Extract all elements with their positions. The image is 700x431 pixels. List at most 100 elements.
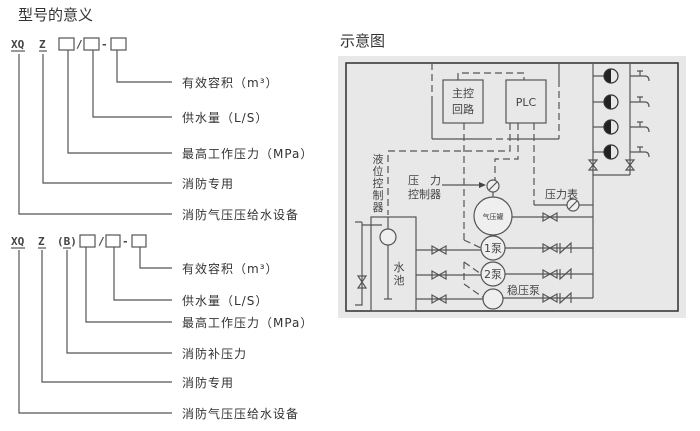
sprinklers [593,68,619,160]
water-tank [370,216,417,312]
model2-code-z: Z [38,235,45,248]
model2-leader-lines [18,247,172,414]
model2-code-b: (B) [57,235,77,248]
model1-leader-lines [18,50,172,215]
signal-to-pump1 [463,239,482,249]
model1-label-flow: 供水量（L/S） [182,111,268,125]
model2-box-flow [105,234,121,248]
model2-leader-volume [139,247,172,269]
pressure-switch-gauge-needle [488,181,498,191]
model2-label-equipment: 消防气压压给水设备 [182,406,299,421]
pressure-controller-label-1: 压 力 [408,174,441,187]
main-circuit-box [442,79,484,124]
stabilizer-check-valve-icon [559,291,572,305]
water-tank-label-2: 池 [394,274,405,287]
hydrant-1-icon [630,70,650,82]
sprinkler-1-icon [604,69,611,83]
inlet-pipe-vertical [355,222,363,306]
riser-pressure-gauge-needle [568,200,578,210]
hydrant-3-icon [630,121,650,133]
model2-label-flow: 供水量（L/S） [182,294,268,308]
stabilizer-gate-valve-icon [542,292,558,304]
model1-label-pressure: 最高工作压力（MPa） [182,146,313,161]
level-controller-char-3: 控 [373,176,384,190]
main-circuit-label-1: 主控 [452,86,474,100]
hydrant-2-icon [630,96,650,108]
pump2-check-valve-icon [559,267,572,281]
model1-box-flow [83,37,100,51]
model2-label-volume: 有效容积（m³） [182,261,279,276]
model2-labels: 有效容积（m³） 供水量（L/S） 最高工作压力（MPa） 消防补压力 消防专用… [182,261,313,421]
discharge-lines [503,211,593,305]
model-meaning-title: 型号的意义 [18,6,93,24]
model2-label-supplement: 消防补压力 [182,346,247,361]
level-controller-char-1: 液 [373,152,384,166]
model2-code-xq: XQ [11,235,25,248]
model1-code: XQ Z / - [11,37,127,52]
sprinkler-1-outline [603,68,619,84]
level-controller-char-2: 位 [373,164,384,178]
pressure-controller-label-2: 控制器 [408,187,441,201]
model1-code-slash: / [76,38,83,51]
model1-box-pressure [58,37,75,51]
sprinkler-3-icon [604,120,611,134]
pump2-gate-valve-icon [542,268,558,280]
signal-to-stabilizer-pump [463,262,485,299]
stabilizer-pump [482,288,504,310]
model1-leader-volume [116,50,172,83]
sprinkler-3-outline [603,119,619,135]
model1-box-volume [110,37,127,51]
model1-label-volume: 有效容积（m³） [182,75,279,90]
schematic-frame [345,62,679,312]
plc-label: PLC [516,96,537,109]
sprinkler-4-outline [603,144,619,160]
water-inlet-pipe [355,221,382,306]
main-circuit-label-2: 回路 [452,103,474,116]
model2-code: XQ Z (B) / - [11,234,147,249]
model1-leader-pressure [67,50,172,154]
model1-label-equipment: 消防气压压给水设备 [182,207,299,222]
suction-valve-pump2-icon [431,269,447,281]
pressure-switch-gauge [486,179,500,197]
sprinkler-2-outline [603,94,619,110]
pump1-check-valve-icon [559,241,572,255]
model2-box-pressure [79,234,96,248]
signal-to-pump2 [463,261,482,275]
level-float-ball [379,228,397,246]
riser-left-valve-icon [587,159,599,171]
water-tank-label-1: 水 [394,261,405,274]
stabilizer-pump-label: 稳压泵 [507,283,540,297]
signal-plc-to-level-controller [387,123,511,215]
schematic-title: 示意图 [340,32,385,50]
tank-outlet-valve-icon [542,211,558,223]
model2-label-pressure: 最高工作压力（MPa） [182,315,313,330]
signal-main-to-plc [457,72,525,80]
model1-leader-xq [18,54,172,215]
pump1-gate-valve-icon [542,242,558,254]
suction-lines [416,244,483,305]
suction-valve-stabilizer-icon [431,293,447,305]
model1-label-fire-dedicated: 消防专用 [182,176,234,191]
level-controller-char-4: 制 [373,189,384,202]
model2-leader-z [41,250,172,383]
hydrant-outlets [630,70,650,158]
hydrant-4-icon [630,146,650,158]
model2-code-slash: / [98,235,105,248]
pump-2-label: 2泵 [484,268,502,281]
level-controller-label: 液 位 控 制 器 [373,152,384,214]
model1-code-dash: - [101,38,108,51]
model1-code-xq: XQ [11,38,25,51]
model2-leader-flow [113,247,172,301]
pressure-controller-arrow-head [479,182,486,188]
model1-labels: 有效容积（m³） 供水量（L/S） 最高工作压力（MPa） 消防专用 消防气压压… [182,75,313,222]
riser-right-valve-icon [624,159,636,171]
model1-code-z: Z [39,38,46,51]
level-controller-char-5: 器 [373,201,384,214]
inlet-valve-icon [356,275,368,289]
model2-label-fire-dedicated: 消防专用 [182,375,234,390]
sprinkler-4-icon [604,145,611,159]
signal-plc-to-pressure-switch [494,123,519,180]
air-pressure-tank [473,196,513,236]
pump-1-label: 1泵 [484,242,502,255]
